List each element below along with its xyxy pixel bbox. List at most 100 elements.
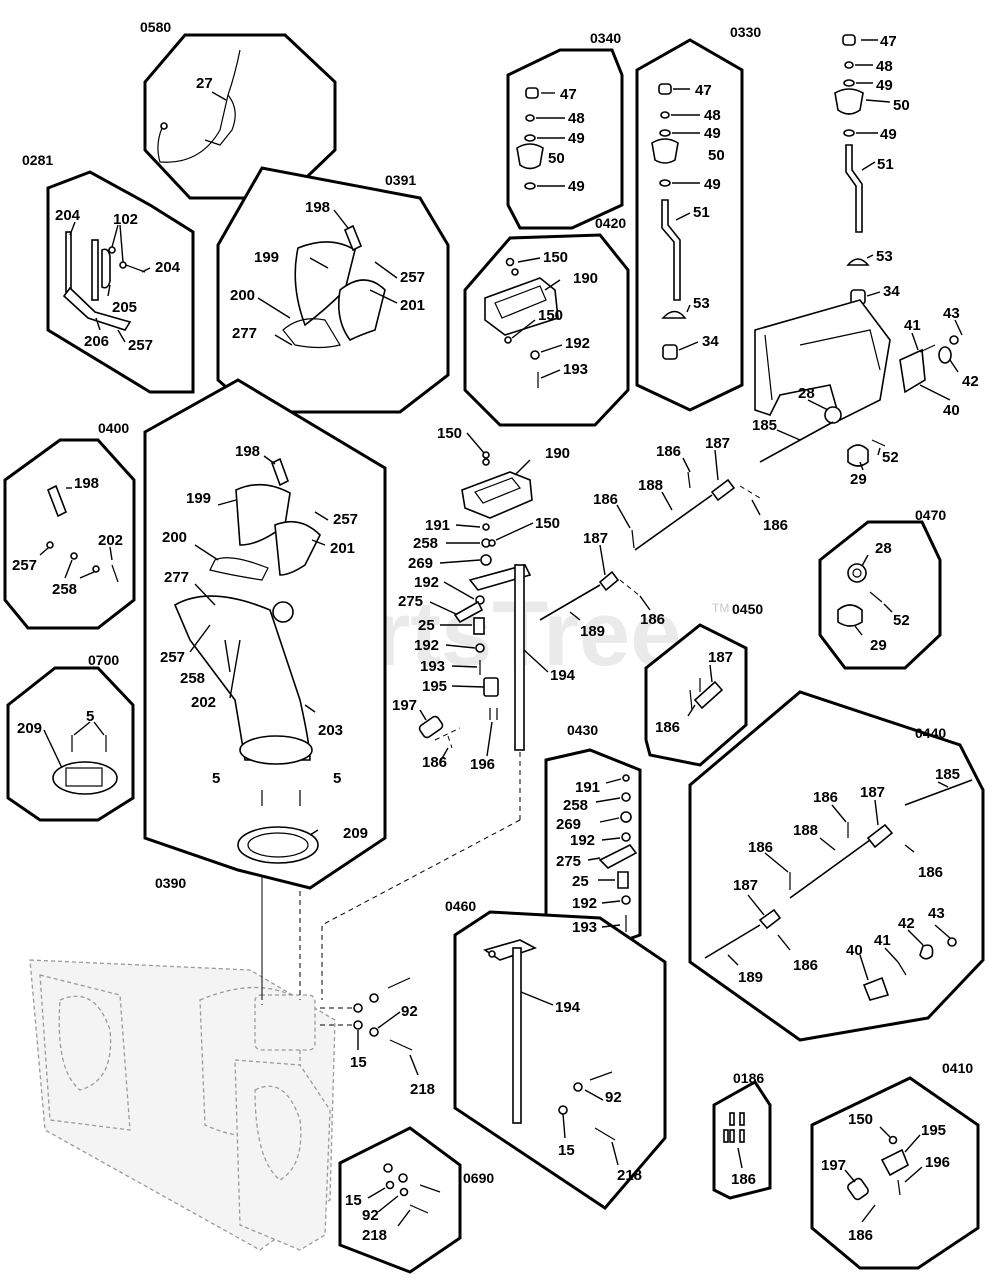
kit-0430-label-2: 269 bbox=[556, 816, 581, 833]
kit-0391-code: 0391 bbox=[385, 172, 416, 188]
kit-0420-label-3: 192 bbox=[565, 335, 590, 352]
kit-0430-label-1: 258 bbox=[563, 797, 588, 814]
main-upper-label-1: 48 bbox=[876, 58, 893, 75]
kit-0440-label-8: 43 bbox=[928, 905, 945, 922]
kit-0440-frame bbox=[688, 690, 985, 1042]
kit-0450-label-1: 186 bbox=[655, 719, 680, 736]
kit-0340-label-2: 49 bbox=[568, 130, 585, 147]
kit-0690-frame bbox=[338, 1126, 462, 1274]
kit-0420-label-4: 193 bbox=[563, 361, 588, 378]
main-upper-label-11: 40 bbox=[943, 402, 960, 419]
kit-0330-label-7: 34 bbox=[702, 333, 719, 350]
kit-0470-label-0: 28 bbox=[875, 540, 892, 557]
kit-0690-label-1: 92 bbox=[362, 1207, 379, 1224]
kit-0330-parts: 47 48 49 50 49 51 53 34 bbox=[651, 82, 725, 360]
kit-0391-label-1: 199 bbox=[254, 249, 279, 266]
kit-0390-label-8: 202 bbox=[191, 694, 216, 711]
kit-0700-code: 0700 bbox=[88, 652, 119, 668]
kit-0390-label-9: 203 bbox=[318, 722, 343, 739]
main-control-label-6: 192 bbox=[414, 574, 439, 591]
main-crank-label-7: 189 bbox=[580, 623, 605, 640]
kit-0580-frame bbox=[143, 33, 337, 200]
main-upper-label-12: 28 bbox=[798, 385, 815, 402]
kit-0281-label-1: 102 bbox=[113, 211, 138, 228]
kit-0460-label-2: 15 bbox=[558, 1142, 575, 1159]
main-crank-label-0: 186 bbox=[656, 443, 681, 460]
main-upper-label-13: 185 bbox=[752, 417, 777, 434]
kit-0281-frame bbox=[46, 170, 195, 394]
kit-0460-label-3: 218 bbox=[617, 1167, 642, 1184]
kit-0400-parts: 198 202 257 258 bbox=[12, 475, 123, 598]
main-upper-label-2: 49 bbox=[876, 77, 893, 94]
kit-0450-frame bbox=[644, 623, 748, 767]
main-control-label-10: 193 bbox=[420, 658, 445, 675]
kit-0410-label-0: 150 bbox=[848, 1111, 873, 1128]
kit-0460-label-0: 194 bbox=[555, 999, 581, 1016]
kit-0330-label-2: 49 bbox=[704, 125, 721, 142]
main-control-label-14: 186 bbox=[422, 754, 447, 771]
kit-0580-label-0: 27 bbox=[196, 75, 213, 92]
kit-0330-frame bbox=[635, 38, 744, 412]
kit-0391-label-2: 257 bbox=[400, 269, 425, 286]
main-upper-label-3: 50 bbox=[893, 97, 910, 114]
kit-0460-frame bbox=[453, 910, 667, 1210]
kit-0420-label-0: 150 bbox=[543, 249, 568, 266]
watermark-tm: TM bbox=[712, 601, 729, 615]
housing-fastener-group: 92 15 218 bbox=[320, 977, 435, 1098]
kit-0390-label-11: 5 bbox=[333, 770, 341, 787]
kit-0391-label-4: 201 bbox=[400, 297, 425, 314]
kit-0330-label-4: 49 bbox=[704, 176, 721, 193]
kit-0186-parts: 186 bbox=[723, 1112, 756, 1188]
kit-0186-code: 0186 bbox=[733, 1070, 764, 1086]
kit-0391-label-5: 277 bbox=[232, 325, 257, 342]
main-upper-label-4: 49 bbox=[880, 126, 897, 143]
kit-0440-label-11: 186 bbox=[793, 957, 818, 974]
main-housing-label-2: 218 bbox=[410, 1081, 435, 1098]
kit-0410-label-3: 196 bbox=[925, 1154, 950, 1171]
main-control-label-12: 194 bbox=[550, 667, 576, 684]
main-control-label-1: 190 bbox=[545, 445, 570, 462]
kit-0430-code: 0430 bbox=[567, 722, 598, 738]
kit-0470-label-2: 29 bbox=[870, 637, 887, 654]
kit-0340-parts: 47 48 49 50 49 bbox=[516, 86, 585, 195]
main-control-label-3: 150 bbox=[535, 515, 560, 532]
kit-0450-code: 0450 bbox=[732, 601, 763, 617]
main-upper-label-15: 29 bbox=[850, 471, 867, 488]
kit-0340-label-3: 50 bbox=[548, 150, 565, 167]
auger-housing-illustration bbox=[29, 959, 336, 1251]
main-crank-label-4: 186 bbox=[763, 517, 788, 534]
kit-0700-frame bbox=[6, 666, 135, 822]
kit-0390-parts: 198 199 257 200 201 277 257 258 202 203 … bbox=[160, 443, 368, 864]
main-control-label-7: 275 bbox=[398, 593, 423, 610]
kit-0330-label-5: 51 bbox=[693, 204, 710, 221]
kit-0440-label-3: 188 bbox=[793, 822, 818, 839]
kit-0440-label-4: 186 bbox=[918, 864, 943, 881]
kit-0400-code: 0400 bbox=[98, 420, 129, 436]
kit-0390-label-4: 201 bbox=[330, 540, 355, 557]
kit-0690-label-0: 15 bbox=[345, 1192, 362, 1209]
kit-0390-label-0: 198 bbox=[235, 443, 260, 460]
kit-0281-label-4: 206 bbox=[84, 333, 109, 350]
kit-0400-label-2: 257 bbox=[12, 557, 37, 574]
kit-0700-parts: 5 209 bbox=[17, 708, 118, 795]
kit-0440-label-0: 185 bbox=[935, 766, 960, 783]
kit-0410-label-1: 195 bbox=[921, 1122, 946, 1139]
kit-0420-code: 0420 bbox=[595, 215, 626, 231]
kit-0390-label-5: 277 bbox=[164, 569, 189, 586]
kit-0410-code: 0410 bbox=[942, 1060, 973, 1076]
kit-0420-label-2: 150 bbox=[538, 307, 563, 324]
kit-0330-label-6: 53 bbox=[693, 295, 710, 312]
crank-linkage-group: 186 187 188 186 186 187 186 189 bbox=[539, 435, 788, 640]
kit-0330-label-1: 48 bbox=[704, 107, 721, 124]
kit-0440-label-10: 40 bbox=[846, 942, 863, 959]
kit-0340-label-0: 47 bbox=[560, 86, 577, 103]
kit-0400-frame bbox=[3, 438, 136, 630]
upper-chute-rotation-group: 47 48 49 50 49 51 53 34 43 41 42 40 28 1… bbox=[752, 33, 979, 488]
main-upper-label-10: 42 bbox=[962, 373, 979, 390]
main-control-label-5: 269 bbox=[408, 555, 433, 572]
kit-0330-code: 0330 bbox=[730, 24, 761, 40]
kit-0690-code: 0690 bbox=[463, 1170, 494, 1186]
main-control-label-13: 197 bbox=[392, 697, 417, 714]
kit-0340-code: 0340 bbox=[590, 30, 621, 46]
